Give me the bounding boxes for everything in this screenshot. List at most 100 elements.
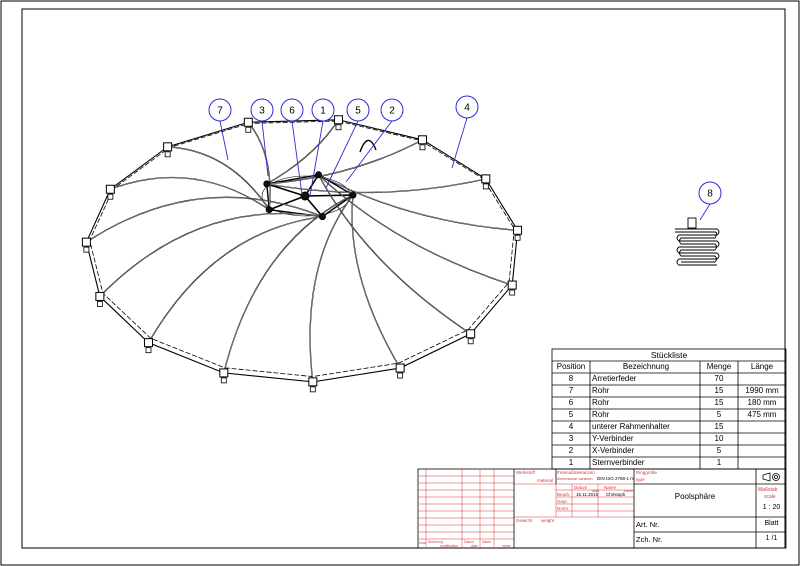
sheet-value: 1 /1 xyxy=(765,535,778,542)
balloon-number: 2 xyxy=(389,106,395,117)
rib-tube-highlight xyxy=(318,174,471,334)
row-position: 6 xyxy=(568,398,574,407)
frame-foot xyxy=(164,151,171,158)
checked-label: Gepr. xyxy=(557,499,569,504)
x-connector-node xyxy=(263,180,271,188)
row-description: X-Verbinder xyxy=(592,446,635,455)
frame-connector xyxy=(308,377,318,387)
rib-tube-highlight xyxy=(110,177,270,210)
row-description: Sternverbinder xyxy=(592,458,645,467)
frame-connector xyxy=(243,117,253,127)
outer-frame-tube-inner xyxy=(89,120,515,377)
parts-list-grid xyxy=(551,348,787,470)
row-position: 8 xyxy=(568,374,574,383)
header-position: Position xyxy=(556,362,586,371)
frame-foot xyxy=(245,126,252,133)
drawing-title: Poolsphäre xyxy=(674,492,716,501)
frame-connector xyxy=(105,184,115,194)
weight-label-en: weight xyxy=(541,518,555,523)
drawn-label: Bearb. xyxy=(557,492,571,497)
rib-tube-highlight xyxy=(266,178,486,193)
tolerance-label-en: dimensional variation xyxy=(557,477,593,481)
inner-frame xyxy=(21,8,786,549)
row-length xyxy=(738,433,786,445)
star-connector-node xyxy=(300,191,310,201)
row-quantity: 5 xyxy=(716,410,722,419)
rev-change-label: Änderung xyxy=(428,540,443,544)
balloon-number: 1 xyxy=(320,106,326,117)
table-row: 4 unterer Rahmenhalter 15 xyxy=(552,421,786,433)
frame-foot xyxy=(96,301,103,307)
rib-tube-highlight xyxy=(318,174,518,231)
row-position: 4 xyxy=(568,422,574,431)
table-row: 7 Rohr 15 1990 mm xyxy=(552,385,786,397)
hub-spoke-tube xyxy=(266,183,306,197)
table-row: 8 Arretierfeder 70 xyxy=(552,373,786,385)
balloon-number: 8 xyxy=(707,189,713,200)
material-label-en: material xyxy=(537,478,554,483)
balloon-circle xyxy=(250,98,274,122)
row-position: 7 xyxy=(568,386,574,395)
frame-connector xyxy=(95,291,105,301)
table-row: 1 Sternverbinder 1 xyxy=(552,457,786,469)
scale-value: 1 : 20 xyxy=(762,504,781,511)
ring-size-label-en: type xyxy=(636,477,645,482)
material-label: Werkstoff xyxy=(516,470,535,475)
frame-foot xyxy=(419,144,426,151)
art-nr-label: Art. Nr. xyxy=(636,520,660,529)
rib-tube xyxy=(309,194,354,382)
frame-connector xyxy=(466,329,476,339)
rib-tube-highlight xyxy=(223,194,354,373)
row-length: 180 mm xyxy=(747,398,777,407)
date-label: Datum xyxy=(574,485,588,490)
row-length xyxy=(738,421,786,433)
balloon-leader xyxy=(219,120,229,161)
balloon-number: 3 xyxy=(259,106,265,117)
table-row: 5 Rohr 5 475 mm xyxy=(552,409,786,421)
frame-connector xyxy=(513,225,523,235)
row-quantity: 5 xyxy=(716,446,722,455)
rev-change-label-en: modification xyxy=(440,544,459,548)
date-label-en: date xyxy=(592,489,599,493)
balloon-circle xyxy=(380,98,404,122)
table-row: 3 Y-Verbinder 10 xyxy=(552,433,786,445)
header-quantity: Menge xyxy=(706,362,732,371)
balloon-circle xyxy=(698,181,722,205)
frame-connector xyxy=(417,135,427,145)
parts-list: Stückliste Position Bezeichnung Menge Lä… xyxy=(552,349,786,468)
row-description: Rohr xyxy=(592,398,610,407)
rib-tube-highlight xyxy=(309,194,354,382)
row-quantity: 10 xyxy=(714,434,724,443)
rib-tube-highlight xyxy=(266,119,339,185)
rib-tube-highlight xyxy=(99,213,323,297)
bracket-tube xyxy=(359,139,377,153)
row-position: 5 xyxy=(568,410,574,419)
frame-connector xyxy=(481,174,491,184)
x-connector-node xyxy=(265,206,273,214)
row-position: 3 xyxy=(568,434,574,443)
row-description: Y-Verbinder xyxy=(592,434,634,443)
balloon-leader xyxy=(451,117,468,169)
balloon-circle xyxy=(311,98,335,122)
table-row: 6 Rohr 15 180 mm xyxy=(552,397,786,409)
rib-tube xyxy=(86,196,323,243)
frame-foot xyxy=(467,338,474,345)
row-position: 2 xyxy=(568,446,574,455)
balloon-number: 7 xyxy=(217,106,223,117)
zch-nr-label: Zch. Nr. xyxy=(636,535,663,544)
row-description: Arretierfeder xyxy=(592,374,637,383)
tolerance-label: Freimaßtoleranzen xyxy=(557,470,595,475)
balloon-leader xyxy=(699,203,711,221)
row-quantity: 1 xyxy=(716,458,722,467)
row-quantity: 70 xyxy=(714,374,724,383)
frame-connector xyxy=(163,142,173,152)
x-connector-node xyxy=(318,213,326,221)
rev-date-label-en: date xyxy=(471,544,478,548)
frame-connector xyxy=(219,368,229,378)
row-quantity: 15 xyxy=(714,386,724,395)
frame-connector xyxy=(143,338,153,348)
frame-foot xyxy=(220,377,227,384)
rib-tube-highlight xyxy=(148,216,323,343)
tolerance-value: DIN ISO 2768-1 m xyxy=(597,476,635,481)
row-description: Rohr xyxy=(592,410,610,419)
